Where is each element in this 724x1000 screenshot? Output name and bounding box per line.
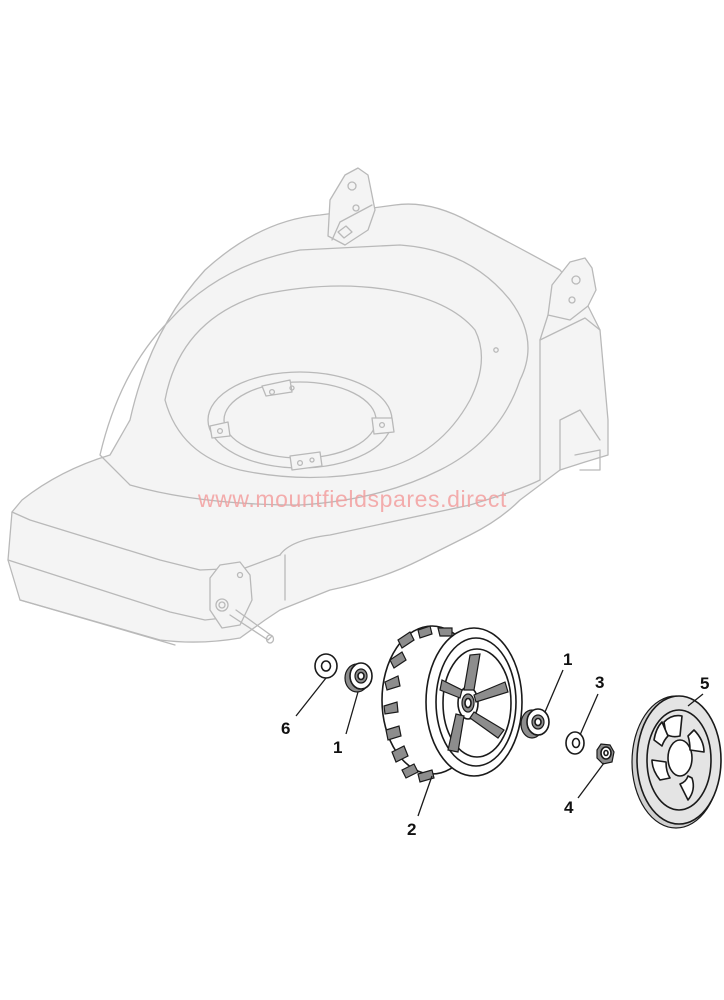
watermark-text: www.mountfieldspares.direct	[198, 486, 507, 512]
part-4-nut	[596, 743, 615, 765]
part-1-bearing-right	[520, 708, 550, 739]
part-1-bearing-left	[344, 662, 373, 693]
callout-1-left: 1	[333, 738, 343, 757]
callout-1-right: 1	[563, 650, 573, 669]
callout-2: 2	[407, 820, 417, 839]
callout-4: 4	[564, 798, 574, 817]
callout-5: 5	[700, 674, 710, 693]
callout-3: 3	[595, 673, 605, 692]
tyre-tread	[383, 625, 453, 783]
part-6-washer	[314, 653, 338, 679]
callout-6: 6	[281, 719, 291, 738]
part-2-wheel	[381, 625, 523, 783]
leader-lines	[295, 669, 704, 817]
part-5-hub-cap	[631, 695, 722, 829]
mower-deck	[7, 167, 609, 646]
part-3-washer	[565, 731, 585, 755]
